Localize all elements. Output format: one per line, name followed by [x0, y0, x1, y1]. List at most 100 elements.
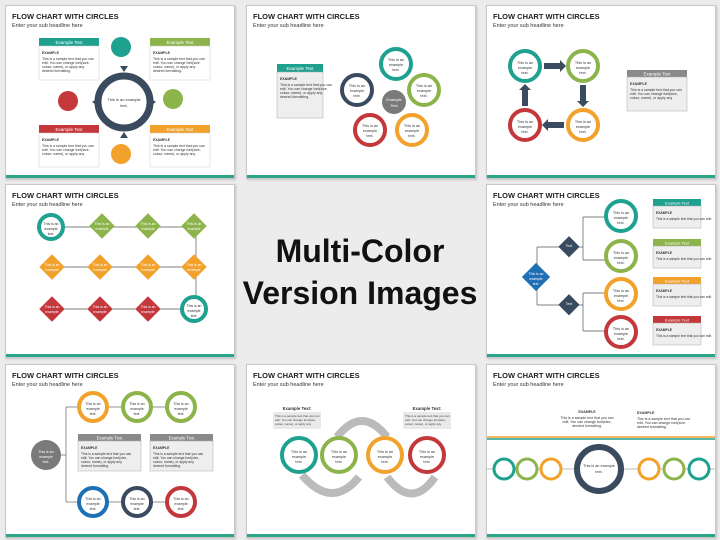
svg-text:EXAMPLE: EXAMPLE [42, 51, 60, 55]
svg-text:This is a sample text that you: This is a sample text that you can [637, 417, 690, 421]
slide-thumbnail-8[interactable]: FLOW CHART WITH CIRCLES Enter your sub h… [486, 364, 716, 538]
svg-text:example: example [576, 66, 590, 70]
svg-text:desired formatting.: desired formatting. [637, 425, 667, 429]
svg-text:example: example [141, 227, 154, 231]
svg-text:This is a sample text that you: This is a sample text that you can edit. [656, 257, 712, 261]
svg-text:This is an: This is an [45, 263, 60, 267]
svg-text:This is an: This is an [85, 497, 100, 501]
slide-thumbnail-5[interactable]: FLOW CHART WITH CIRCLES Enter your sub h… [486, 184, 716, 358]
svg-text:edit. You can change font(size: edit. You can change font(size, [81, 456, 127, 460]
svg-text:Example Text:: Example Text: [283, 406, 312, 411]
svg-text:example: example [141, 310, 154, 314]
svg-text:example: example [518, 66, 532, 70]
svg-text:desired formatting.: desired formatting. [153, 464, 181, 468]
svg-text:example: example [93, 268, 106, 272]
svg-text:colour, name), or apply any: colour, name), or apply any [280, 91, 322, 95]
svg-text:example: example [576, 125, 590, 129]
svg-text:EXAMPLE: EXAMPLE [656, 289, 673, 293]
svg-text:This is a sample text that you: This is a sample text that you can edit. [656, 217, 712, 221]
svg-text:example: example [614, 294, 628, 298]
svg-text:example: example [86, 407, 100, 411]
slide-title: FLOW CHART WITH CIRCLES [12, 12, 119, 21]
svg-text:example: example [420, 455, 434, 459]
svg-text:EXAMPLE: EXAMPLE [42, 138, 60, 142]
slide-thumbnail-6[interactable]: FLOW CHART WITH CIRCLES Enter your sub h… [5, 364, 235, 538]
svg-text:Text: Text [390, 103, 398, 108]
slide-bottom-bar [6, 175, 234, 178]
svg-text:text.: text. [178, 507, 185, 511]
svg-text:example: example [363, 129, 377, 133]
svg-text:example: example [45, 310, 58, 314]
slide-bottom-bar [247, 175, 475, 178]
slide-bottom-bar [487, 534, 715, 537]
svg-text:example: example [174, 407, 188, 411]
slide-thumbnail-2[interactable]: FLOW CHART WITH CIRCLES Enter your sub h… [246, 5, 476, 179]
svg-text:This is an: This is an [517, 120, 533, 124]
svg-text:This is an: This is an [529, 272, 544, 276]
slide-title: FLOW CHART WITH CIRCLES [253, 12, 360, 21]
flow-chart-diagram: Example Text EXAMPLE This is a sample te… [276, 47, 441, 147]
svg-text:This is an: This is an [613, 289, 629, 293]
svg-text:This is a sample text that you: This is a sample text that you can [42, 144, 94, 148]
slide-thumbnail-4[interactable]: FLOW CHART WITH CIRCLES Enter your sub h… [5, 184, 235, 358]
svg-text:Text: Text [566, 302, 572, 306]
slide-subtitle: Enter your sub headline here [493, 23, 564, 29]
svg-text:This is an example: This is an example [107, 97, 141, 102]
svg-text:text.: text. [178, 412, 185, 416]
svg-text:example: example [332, 455, 346, 459]
svg-text:This is an: This is an [44, 222, 59, 226]
svg-text:edit. You can change font(size: edit. You can change font(size, [153, 148, 201, 152]
svg-text:example: example [95, 227, 108, 231]
svg-text:This is a sample text that you: This is a sample text that you can [560, 416, 613, 420]
svg-text:text.: text. [579, 130, 586, 134]
slide-title: FLOW CHART WITH CIRCLES [493, 371, 600, 380]
svg-text:text.: text. [617, 261, 624, 265]
svg-text:text.: text. [90, 412, 97, 416]
svg-text:This is a sample text that you: This is a sample text that you can [280, 83, 332, 87]
svg-text:example: example [529, 277, 542, 281]
svg-text:This is an: This is an [362, 124, 378, 128]
svg-text:edit. You can change font(size: edit. You can change font(size, [42, 61, 90, 65]
svg-text:This is an: This is an [388, 58, 404, 62]
svg-text:edit. You can change font(size: edit. You can change font(size, [275, 418, 316, 422]
slide-thumbnail-3[interactable]: FLOW CHART WITH CIRCLES Enter your sub h… [486, 5, 716, 179]
svg-text:This is an: This is an [377, 450, 393, 454]
slide-subtitle: Enter your sub headline here [12, 382, 83, 388]
svg-text:EXAMPLE: EXAMPLE [630, 82, 648, 86]
svg-text:text.: text. [617, 221, 624, 225]
svg-text:This is an: This is an [404, 124, 420, 128]
svg-text:example: example [405, 129, 419, 133]
svg-text:This is an: This is an [331, 450, 347, 454]
svg-text:text.: text. [90, 507, 97, 511]
svg-text:This is a sample text that you: This is a sample text that you can [630, 88, 682, 92]
slide-subtitle: Enter your sub headline here [493, 382, 564, 388]
svg-text:Example Text: Example Text [97, 436, 124, 441]
svg-text:text.: text. [134, 412, 141, 416]
slide-thumbnail-7[interactable]: FLOW CHART WITH CIRCLES Enter your sub h… [246, 364, 476, 538]
svg-text:This is a sample text that you: This is a sample text that you can edit. [656, 334, 712, 338]
svg-text:This is an: This is an [419, 450, 435, 454]
svg-text:text.: text. [408, 134, 415, 138]
svg-text:This is an: This is an [517, 61, 533, 65]
svg-text:EXAMPLE: EXAMPLE [153, 446, 170, 450]
svg-text:EXAMPLE: EXAMPLE [656, 251, 673, 255]
slide-thumbnail-1[interactable]: FLOW CHART WITH CIRCLES Enter your sub h… [5, 5, 235, 179]
svg-text:This is an: This is an [38, 450, 53, 454]
svg-text:EXAMPLE: EXAMPLE [656, 328, 673, 332]
svg-text:example: example [44, 227, 57, 231]
svg-text:example: example [614, 216, 628, 220]
svg-text:edit. You can change font(size: edit. You can change font(size, [42, 148, 90, 152]
svg-text:example: example [389, 63, 403, 67]
svg-text:desired formatting.: desired formatting. [280, 95, 309, 99]
svg-text:This is an: This is an [291, 450, 307, 454]
svg-text:Example Text: Example Text [665, 279, 690, 284]
svg-text:This is an: This is an [141, 263, 156, 267]
svg-text:desired formatting.: desired formatting. [153, 69, 182, 73]
svg-text:example: example [614, 256, 628, 260]
svg-text:EXAMPLE: EXAMPLE [280, 77, 298, 81]
slide-subtitle: Enter your sub headline here [12, 23, 83, 29]
svg-text:This is a sample text that you: This is a sample text that you can [42, 57, 94, 61]
slide-subtitle: Enter your sub headline here [12, 202, 83, 208]
svg-text:Example Text: Example Text [167, 127, 195, 132]
svg-text:Example Text: Example Text [665, 241, 690, 246]
